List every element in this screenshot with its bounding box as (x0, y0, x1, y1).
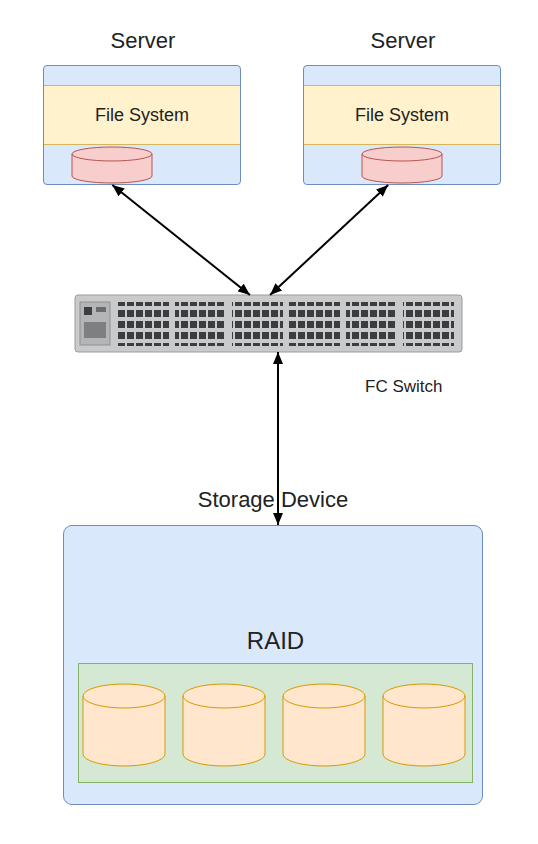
connector-arrow (270, 185, 388, 295)
file-system-band: File System (304, 85, 500, 145)
node-label: File System (304, 86, 500, 144)
file-system-band: File System (44, 85, 240, 145)
connector-arrow (277, 352, 279, 525)
disk-cylinder-rim (362, 154, 442, 161)
disk-cylinder-rim (183, 696, 265, 708)
server-box: ServerFile System (43, 65, 241, 185)
disk-cylinder (362, 147, 442, 183)
storage-device-box: Storage DeviceRAID (63, 525, 483, 805)
disk-cylinder (72, 147, 152, 183)
node-label: Server (284, 26, 522, 56)
switch-illustration (75, 295, 462, 352)
disk-cylinder-rim (283, 696, 365, 708)
node-label: Storage Device (64, 484, 482, 516)
disk-cylinder-rim (72, 154, 152, 161)
node-label: Server (24, 26, 262, 56)
node-label: File System (44, 86, 240, 144)
disk-cylinder (183, 684, 265, 766)
node-label: FC Switch (365, 375, 515, 399)
disk-cylinder-rim (383, 696, 465, 708)
server-box: ServerFile System (303, 65, 501, 185)
node-label: RAID (79, 623, 472, 659)
disk-cylinder (83, 684, 165, 766)
disk-cylinder-rim (83, 696, 165, 708)
connector-arrow (112, 185, 250, 295)
fc-switch: FC Switch (75, 295, 462, 352)
disk-cylinder (383, 684, 465, 766)
disk-cylinder (283, 684, 365, 766)
raid-group: RAID (78, 663, 473, 783)
